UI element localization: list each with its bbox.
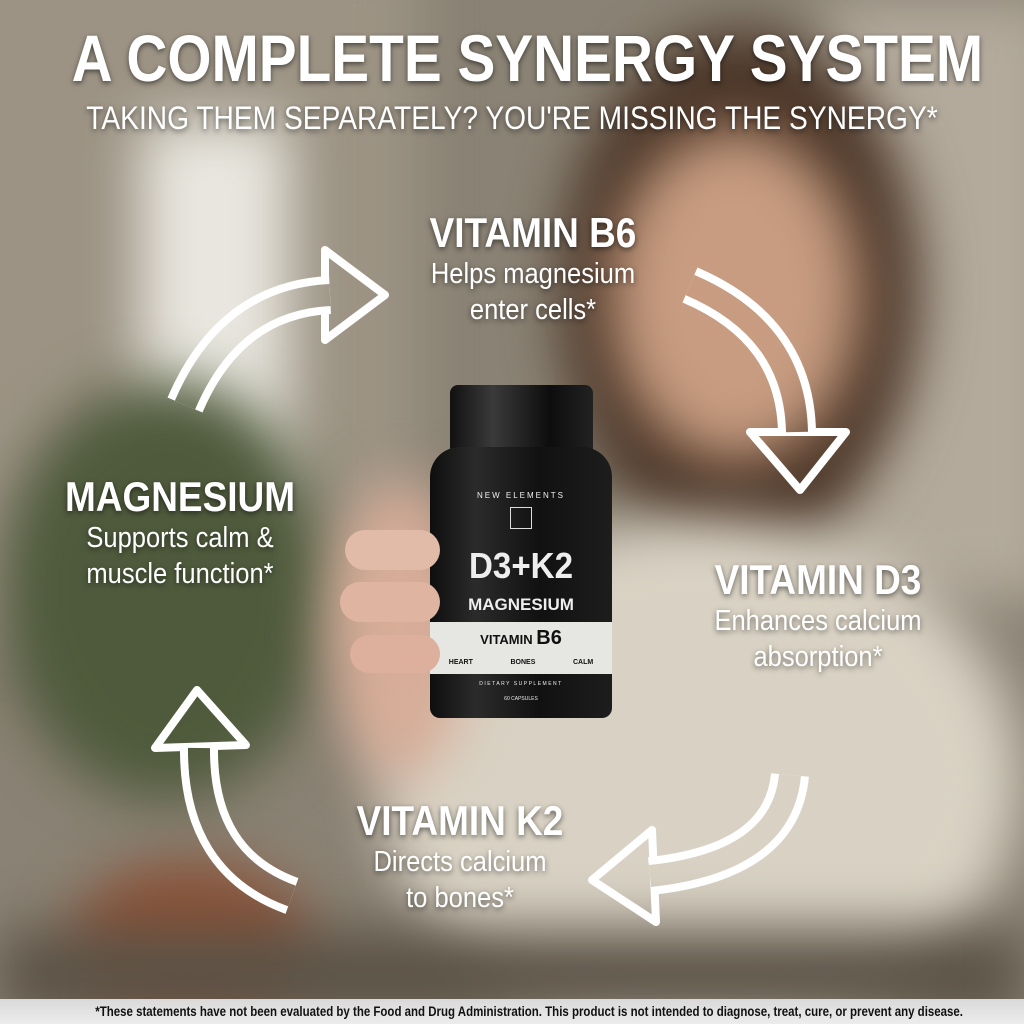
vitamin-name: B6 xyxy=(536,627,562,649)
product-bottle: NEW ELEMENTS D3+K2 MAGNESIUM VITAMIN B6 … xyxy=(430,385,612,718)
hand-fingers xyxy=(340,520,445,690)
nutrient-desc: muscle function* xyxy=(86,558,274,590)
nutrient-desc: Helps magnesium xyxy=(430,258,636,290)
curved-arrow-up-icon xyxy=(179,747,299,914)
supplement-type: DIETARY SUPPLEMENT xyxy=(479,681,563,687)
page-subtitle: TAKING THEM SEPARATELY? YOU'RE MISSING T… xyxy=(86,100,938,136)
nutrient-desc: Supports calm & xyxy=(86,522,274,554)
curved-arrow-down-icon xyxy=(682,267,816,433)
nutrient-vitamin-b6: VITAMIN B6 Helps magnesium enter cells* xyxy=(383,210,683,328)
nutrient-desc: Enhances calcium xyxy=(714,605,922,637)
nutrient-vitamin-k2: VITAMIN K2 Directs calcium to bones* xyxy=(310,798,610,916)
nutrient-magnesium: MAGNESIUM Supports calm & muscle functio… xyxy=(30,474,330,592)
nutrient-desc: absorption* xyxy=(753,641,883,673)
nutrient-desc: to bones* xyxy=(406,882,514,914)
fda-disclaimer: *These statements have not been evaluate… xyxy=(0,999,1024,1024)
tag-calm: CALM xyxy=(572,659,594,666)
tag-heart: HEART xyxy=(448,659,473,666)
nutrient-name: VITAMIN B6 xyxy=(429,209,637,256)
nutrient-name: MAGNESIUM xyxy=(65,473,295,520)
product-main: D3+K2 xyxy=(468,545,574,586)
page-title: A COMPLETE SYNERGY SYSTEM xyxy=(71,21,984,95)
vitamin-prefix: VITAMIN xyxy=(480,632,533,647)
capsule-count: 60 CAPSULES xyxy=(504,696,538,702)
bottle-cap xyxy=(450,385,593,450)
nutrient-name: VITAMIN K2 xyxy=(356,797,564,844)
nutrient-desc: enter cells* xyxy=(469,294,597,326)
brand-name: NEW ELEMENTS xyxy=(476,491,565,500)
product-sub: MAGNESIUM xyxy=(468,595,574,614)
tag-bones: BONES xyxy=(510,659,536,666)
nutrient-desc: Directs calcium xyxy=(373,846,547,878)
curved-arrow-left-icon xyxy=(647,772,809,895)
bottle-label: NEW ELEMENTS D3+K2 MAGNESIUM VITAMIN B6 … xyxy=(430,447,612,718)
nutrient-name: VITAMIN D3 xyxy=(714,556,922,603)
brand-logo-icon xyxy=(510,507,532,529)
curved-arrow-right-icon xyxy=(167,276,332,413)
nutrient-vitamin-d3: VITAMIN D3 Enhances calcium absorption* xyxy=(668,557,968,675)
